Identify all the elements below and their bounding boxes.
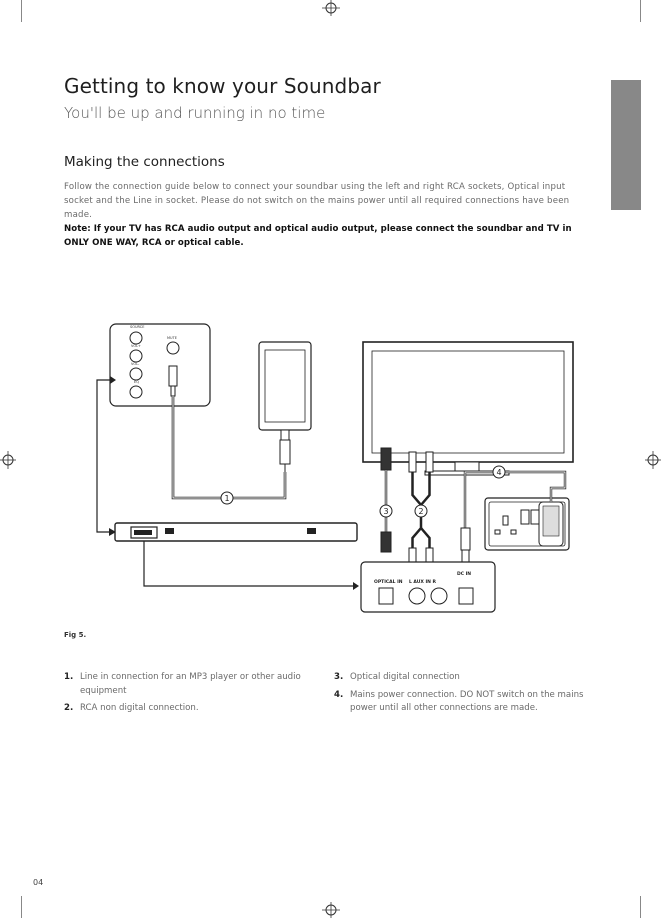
intro-paragraph: Follow the connection guide below to con…	[64, 182, 570, 220]
legend-number: 2.	[64, 703, 74, 713]
optical-cable: 3	[379, 447, 393, 553]
legend-text: Optical digital connection	[350, 672, 460, 682]
page-number: 04	[33, 878, 44, 887]
soundbar-back-panel: OPTICAL IN L AUX IN R DC IN	[360, 561, 496, 613]
dc-in-label: DC IN	[457, 571, 471, 577]
mains-socket	[484, 497, 570, 551]
callout-1: 1	[225, 494, 230, 503]
remote-label: VOL-	[131, 362, 140, 366]
callout-2: 2	[419, 507, 424, 516]
legend-item: 4. Mains power connection. DO NOT switch…	[334, 689, 589, 716]
legend-text: Mains power connection. DO NOT switch on…	[350, 689, 584, 714]
callout-4: 4	[497, 468, 502, 477]
registration-mark-icon	[322, 0, 340, 16]
legend-text: Line in connection for an MP3 player or …	[80, 672, 301, 696]
rca-cable: 2	[408, 451, 434, 567]
legend-item: 1. Line in connection for an MP3 player …	[64, 671, 319, 698]
remote-label: SOURCE	[130, 325, 144, 329]
connection-diagram: SOURCE VOL+ VOL- EQ MUTE 1 3	[96, 323, 574, 613]
legend-number: 3.	[334, 672, 344, 682]
remote-control: SOURCE VOL+ VOL- EQ MUTE	[109, 323, 211, 407]
aux-in-label: L AUX IN R	[409, 579, 436, 585]
remote-label: EQ	[134, 380, 139, 384]
registration-mark-icon	[645, 451, 661, 469]
callout-3: 3	[384, 507, 389, 516]
legend-right: 3. Optical digital connection 4. Mains p…	[334, 671, 589, 720]
tv	[362, 341, 574, 476]
crop-mark	[21, 0, 22, 22]
figure-caption: Fig 5.	[64, 631, 87, 639]
page-subtitle: You'll be up and running in no time	[64, 104, 326, 122]
registration-mark-icon	[322, 902, 340, 918]
registration-mark-icon	[0, 451, 16, 469]
remote-label: VOL+	[131, 344, 141, 348]
crop-mark	[640, 0, 641, 22]
legend-item: 3. Optical digital connection	[334, 671, 589, 685]
soundbar	[114, 522, 358, 542]
legend-number: 4.	[334, 689, 344, 700]
legend-left: 1. Line in connection for an MP3 player …	[64, 671, 319, 720]
side-tab	[611, 80, 641, 210]
section-heading: Making the connections	[64, 154, 225, 170]
remote-label: MUTE	[167, 336, 177, 340]
legend-item: 2. RCA non digital connection.	[64, 702, 319, 716]
page-title: Getting to know your Soundbar	[64, 74, 381, 98]
crop-mark	[640, 896, 641, 918]
note-paragraph: Note: If your TV has RCA audio output an…	[64, 224, 572, 248]
mp3-player	[258, 341, 312, 472]
crop-mark	[21, 896, 22, 918]
optical-in-label: OPTICAL IN	[374, 579, 403, 585]
legend-text: RCA non digital connection.	[80, 703, 199, 713]
legend-number: 1.	[64, 672, 74, 682]
